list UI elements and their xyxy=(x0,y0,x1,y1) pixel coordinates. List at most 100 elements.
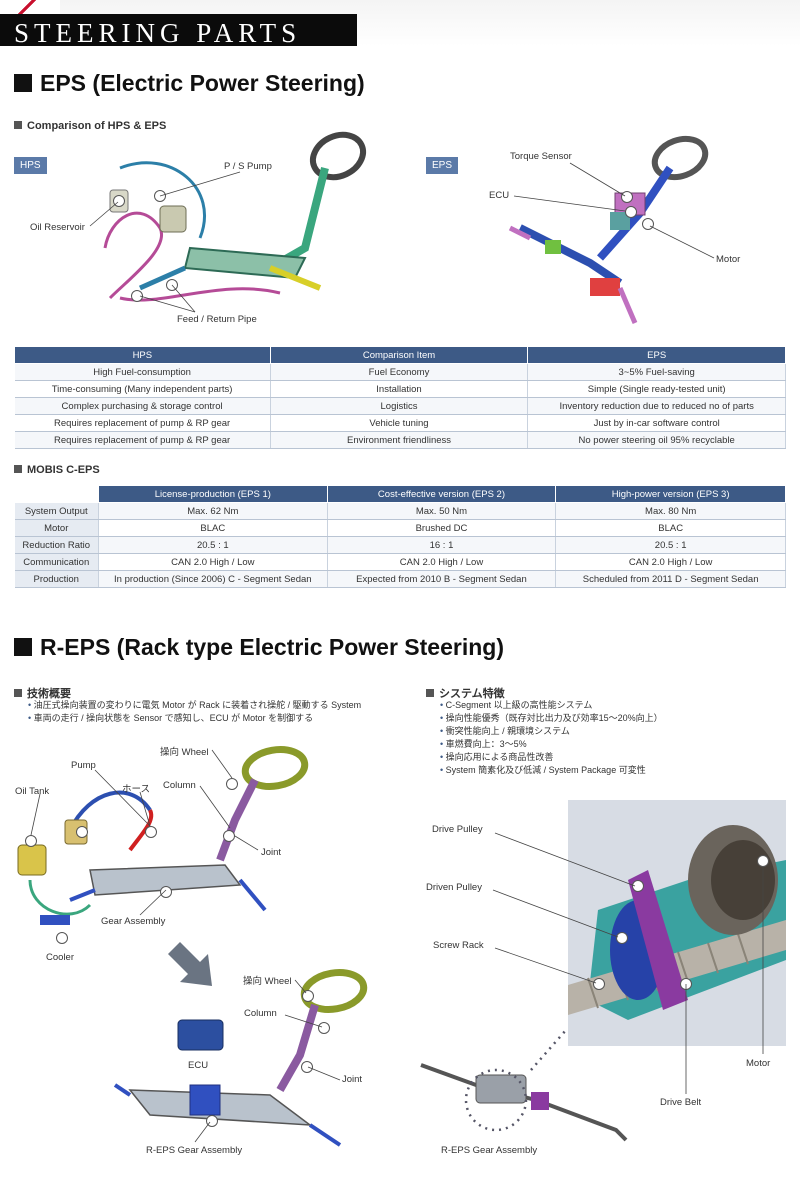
callout-torque-sensor: Torque Sensor xyxy=(510,151,572,162)
heading-square-icon xyxy=(14,74,32,92)
eps-callout-marker xyxy=(625,206,637,218)
callout-steering-wheel: 操向 Wheel xyxy=(160,747,209,758)
row-header: Reduction Ratio xyxy=(14,536,99,554)
hydraulic-callout-marker xyxy=(25,835,37,847)
table-cell: 20.5 : 1 xyxy=(555,536,786,554)
list-item: 車燃費向上：3～5% xyxy=(440,738,663,751)
table-header: Comparison Item xyxy=(269,346,529,364)
hps-callout-lines xyxy=(89,171,241,313)
eps-callout-marker xyxy=(642,218,654,230)
list-item: 衝突性能向上 / 親環境システム xyxy=(440,725,663,738)
table-cell: Vehicle tuning xyxy=(270,414,529,432)
table-row: System Output Max. 62 Nm Max. 50 Nm Max.… xyxy=(14,502,786,520)
hydraulic-callout-marker xyxy=(223,830,235,842)
table-row: High Fuel-consumption Fuel Economy 3~5% … xyxy=(14,363,786,381)
subheading-square-icon xyxy=(14,465,22,473)
callout-steering-wheel-reps: 操向 Wheel xyxy=(243,976,292,987)
reps-system-illustration xyxy=(113,969,368,1147)
eps-heading-text: EPS (Electric Power Steering) xyxy=(40,70,365,96)
reps-callout-marker xyxy=(301,1061,313,1073)
row-header: System Output xyxy=(14,502,99,520)
callout-hose: ホース xyxy=(122,784,151,795)
table-cell: High Fuel-consumption xyxy=(14,363,271,381)
table-cell: Max. 80 Nm xyxy=(555,502,786,520)
detail-callout-lines xyxy=(492,832,764,1094)
table-cell: Max. 62 Nm xyxy=(98,502,328,520)
ceps-subheading: MOBIS C-EPS xyxy=(14,464,100,476)
banner-box xyxy=(0,14,357,46)
subheading-square-icon xyxy=(14,689,22,697)
list-item: 車両の走行 / 操向状態を Sensor で感知し、ECU が Motor を制… xyxy=(28,712,361,725)
table-cell: Simple (Single ready-tested unit) xyxy=(527,380,786,398)
callout-motor: Motor xyxy=(716,254,741,265)
features-subheading-text: システム特徴 xyxy=(439,688,505,700)
callout-pump: Pump xyxy=(71,760,96,771)
hps-system-illustration xyxy=(103,131,367,302)
table-header: EPS xyxy=(527,346,786,364)
hps-callout-marker xyxy=(131,290,143,302)
table-cell: Logistics xyxy=(270,397,529,415)
table-cell: Just by in-car software control xyxy=(527,414,786,432)
table-cell: Expected from 2010 B - Segment Sedan xyxy=(327,570,557,588)
table-cell: BLAC xyxy=(555,519,786,537)
eps-callout-lines xyxy=(513,162,715,259)
table-header-row: HPS Comparison Item EPS xyxy=(14,346,786,364)
list-item: 操向性能優秀（既存対比出力及び効率15～20%向上） xyxy=(440,712,663,725)
table-cell: CAN 2.0 High / Low xyxy=(98,553,328,571)
tech-bullet-list: 油圧式操向装置の変わりに電気 Motor が Rack に装着され操舵 / 駆動… xyxy=(28,699,362,725)
detail-callout-marker xyxy=(757,855,769,867)
features-subheading: システム特徴 xyxy=(426,685,505,701)
tech-subheading: 技術概要 xyxy=(14,685,71,701)
table-row: Reduction Ratio 20.5 : 1 16 : 1 20.5 : 1 xyxy=(14,536,786,554)
comparison-table: HPS Comparison Item EPS High Fuel-consum… xyxy=(14,346,786,449)
list-item: 操向応用による商品性改善 xyxy=(440,751,663,764)
table-header: Cost-effective version (EPS 2) xyxy=(326,485,557,503)
hydraulic-callout-marker xyxy=(56,932,68,944)
row-header: Production xyxy=(14,570,99,588)
table-cell: Environment friendliness xyxy=(270,431,529,449)
hps-tag: HPS xyxy=(14,157,47,174)
table-cell: Installation xyxy=(270,380,529,398)
callout-reps-gear-assembly: R-EPS Gear Assembly xyxy=(146,1145,243,1156)
table-cell: Brushed DC xyxy=(327,519,557,537)
rack-gear-illustration xyxy=(420,1030,628,1142)
row-header: Motor xyxy=(14,519,99,537)
callout-column-reps: Column xyxy=(244,1008,277,1019)
row-header: Communication xyxy=(14,553,99,571)
callout-joint-reps: Joint xyxy=(342,1074,363,1085)
table-cell: Time-consuming (Many independent parts) xyxy=(14,380,271,398)
table-cell: 3~5% Fuel-saving xyxy=(527,363,786,381)
callout-oil-tank: Oil Tank xyxy=(15,786,50,797)
list-item: 油圧式操向装置の変わりに電気 Motor が Rack に装着され操舵 / 駆動… xyxy=(28,699,362,712)
pulley-detail-illustration xyxy=(568,800,786,1046)
table-row: Complex purchasing & storage control Log… xyxy=(14,397,786,415)
callout-oil-reservoir: Oil Reservoir xyxy=(30,222,85,233)
ceps-table: License-production (EPS 1) Cost-effectiv… xyxy=(14,485,786,588)
banner: STEERING PARTS xyxy=(0,0,800,48)
callout-screw-rack: Screw Rack xyxy=(433,940,484,951)
tech-subheading-text: 技術概要 xyxy=(27,688,71,700)
hydraulic-callout-marker xyxy=(226,778,238,790)
table-cell: No power steering oil 95% recyclable xyxy=(527,431,786,449)
callout-driven-pulley: Driven Pulley xyxy=(426,882,482,893)
detail-callout-marker xyxy=(632,880,644,892)
table-header: License-production (EPS 1) xyxy=(97,485,328,503)
eps-callout-marker xyxy=(621,191,633,203)
reps-callout-marker xyxy=(302,990,314,1002)
features-bullet-list: C-Segment 以上級の高性能システム 操向性能優秀（既存対比出力及び効率1… xyxy=(440,699,663,777)
table-cell: Max. 50 Nm xyxy=(327,502,557,520)
table-row: Production In production (Since 2006) C … xyxy=(14,570,786,588)
hydraulic-callout-marker xyxy=(76,826,88,838)
table-cell: In production (Since 2006) C - Segment S… xyxy=(98,570,328,588)
eps-system-illustration xyxy=(508,135,709,324)
detail-callout-marker xyxy=(593,978,605,990)
hydraulic-callout-marker xyxy=(160,886,172,898)
table-row: Motor BLAC Brushed DC BLAC xyxy=(14,519,786,537)
table-cell: Inventory reduction due to reduced no of… xyxy=(527,397,786,415)
heading-square-icon xyxy=(14,638,32,656)
table-cell: Requires replacement of pump & RP gear xyxy=(14,414,271,432)
table-cell: Complex purchasing & storage control xyxy=(14,397,271,415)
table-cell: Requires replacement of pump & RP gear xyxy=(14,431,271,449)
table-cell: 16 : 1 xyxy=(327,536,557,554)
table-cell: Fuel Economy xyxy=(270,363,529,381)
